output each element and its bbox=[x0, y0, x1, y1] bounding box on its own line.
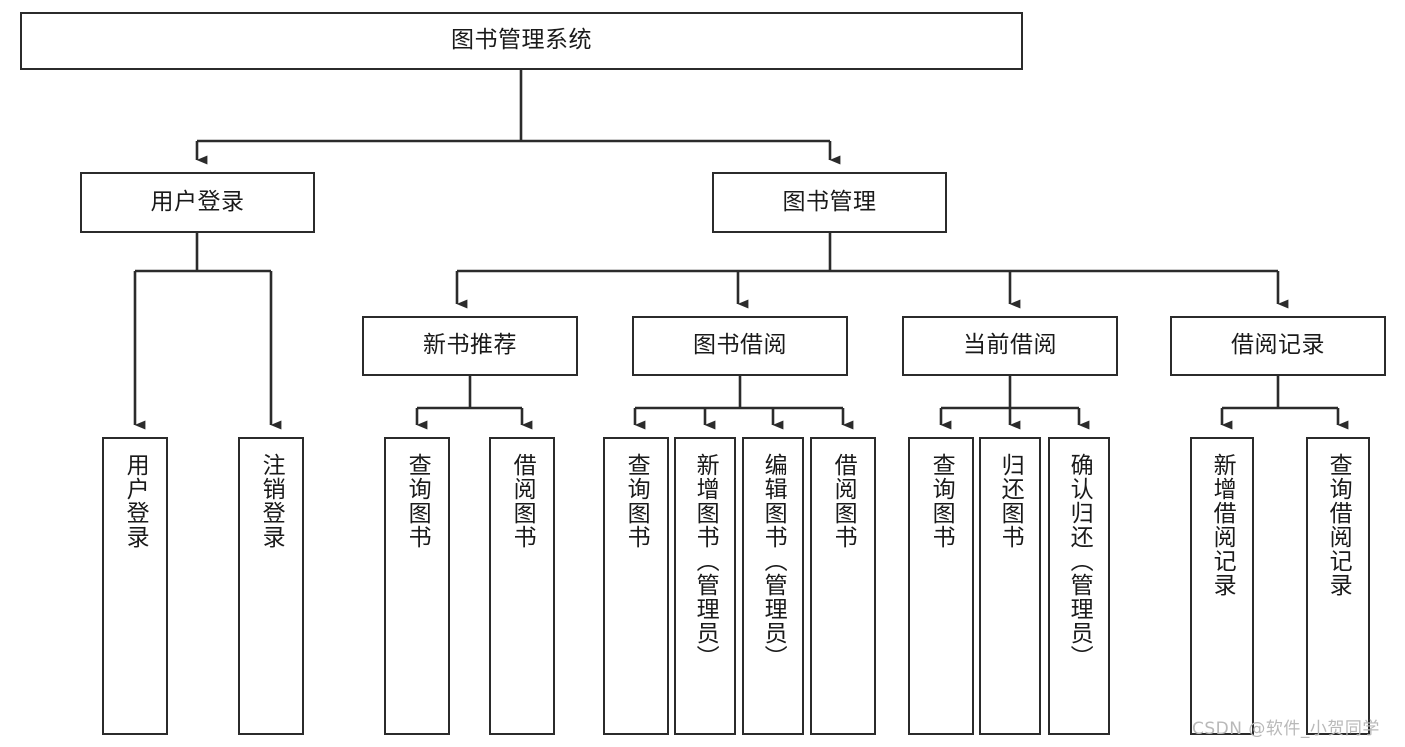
node-leaf-query-record-label: 查询借阅记录 bbox=[1325, 453, 1352, 597]
node-current-borrow[interactable]: 当前借阅 bbox=[902, 316, 1118, 376]
node-root-system[interactable]: 图书管理系统 bbox=[20, 12, 1023, 70]
node-leaf-confirm-return[interactable]: 确认归还（管理员） bbox=[1048, 437, 1110, 735]
node-leaf-borrow-book-2-label: 借阅图书 bbox=[830, 453, 857, 549]
node-leaf-user-login-label: 用户登录 bbox=[122, 453, 149, 549]
node-leaf-query-book-1-label: 查询图书 bbox=[404, 453, 431, 549]
node-leaf-query-book-2[interactable]: 查询图书 bbox=[603, 437, 669, 735]
node-leaf-add-record[interactable]: 新增借阅记录 bbox=[1190, 437, 1254, 735]
node-root-system-label: 图书管理系统 bbox=[451, 27, 592, 54]
node-book-borrow[interactable]: 图书借阅 bbox=[632, 316, 848, 376]
node-borrow-record-label: 借阅记录 bbox=[1231, 332, 1325, 359]
node-leaf-query-book-1[interactable]: 查询图书 bbox=[384, 437, 450, 735]
csdn-watermark: CSDN @软件_小贺同学 bbox=[1192, 719, 1380, 739]
node-leaf-confirm-return-label: 确认归还（管理员） bbox=[1066, 453, 1093, 669]
node-leaf-query-record[interactable]: 查询借阅记录 bbox=[1306, 437, 1370, 735]
node-book-manage[interactable]: 图书管理 bbox=[712, 172, 947, 233]
node-new-book-rec[interactable]: 新书推荐 bbox=[362, 316, 578, 376]
node-new-book-rec-label: 新书推荐 bbox=[423, 332, 517, 359]
node-leaf-user-login[interactable]: 用户登录 bbox=[102, 437, 168, 735]
node-leaf-edit-book[interactable]: 编辑图书（管理员） bbox=[742, 437, 804, 735]
node-leaf-return-book[interactable]: 归还图书 bbox=[979, 437, 1041, 735]
node-leaf-borrow-book-1-label: 借阅图书 bbox=[509, 453, 536, 549]
node-user-login-label: 用户登录 bbox=[150, 188, 245, 215]
node-leaf-query-book-3-label: 查询图书 bbox=[928, 453, 955, 549]
node-leaf-add-book-label: 新增图书（管理员） bbox=[692, 453, 719, 669]
node-leaf-borrow-book-1[interactable]: 借阅图书 bbox=[489, 437, 555, 735]
node-leaf-add-record-label: 新增借阅记录 bbox=[1209, 453, 1236, 597]
node-leaf-edit-book-label: 编辑图书（管理员） bbox=[760, 453, 787, 669]
node-leaf-query-book-2-label: 查询图书 bbox=[623, 453, 650, 549]
node-borrow-record[interactable]: 借阅记录 bbox=[1170, 316, 1386, 376]
node-current-borrow-label: 当前借阅 bbox=[963, 332, 1057, 359]
node-leaf-query-book-3[interactable]: 查询图书 bbox=[908, 437, 974, 735]
node-leaf-add-book[interactable]: 新增图书（管理员） bbox=[674, 437, 736, 735]
node-book-borrow-label: 图书借阅 bbox=[693, 332, 787, 359]
node-user-login[interactable]: 用户登录 bbox=[80, 172, 315, 233]
node-leaf-logout[interactable]: 注销登录 bbox=[238, 437, 304, 735]
node-leaf-borrow-book-2[interactable]: 借阅图书 bbox=[810, 437, 876, 735]
node-book-manage-label: 图书管理 bbox=[782, 188, 877, 215]
node-leaf-logout-label: 注销登录 bbox=[258, 453, 285, 549]
node-leaf-return-book-label: 归还图书 bbox=[997, 453, 1024, 549]
